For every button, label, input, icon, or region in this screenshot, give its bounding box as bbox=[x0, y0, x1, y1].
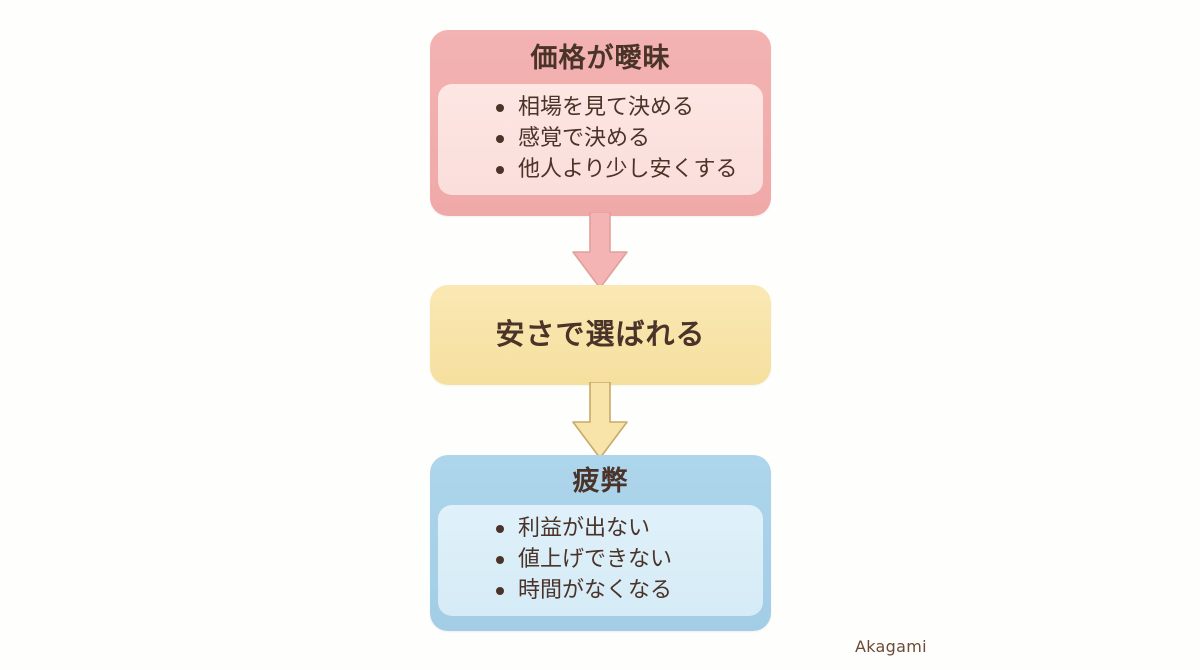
flow-stage-cheap-title: 安さで選ばれる bbox=[495, 317, 706, 352]
flow-stage-exhaust-title: 疲弊 bbox=[572, 466, 629, 497]
flow-stage-price-title: 価格が曖昧 bbox=[530, 43, 671, 74]
flow-stage-exhaust-bullet-list: 利益が出ない 値上げできない 時間がなくなる bbox=[438, 513, 763, 607]
arrow-down-price-to-cheap bbox=[567, 211, 633, 290]
flow-stage-exhaust: 疲弊 利益が出ない 値上げできない 時間がなくなる bbox=[430, 455, 771, 631]
list-item: 感覚で決める bbox=[494, 123, 763, 154]
list-item: 利益が出ない bbox=[494, 513, 763, 544]
list-item: 他人より少し安くする bbox=[494, 154, 763, 185]
arrow-down-icon bbox=[572, 381, 628, 459]
arrow-down-icon bbox=[572, 211, 628, 289]
flow-stage-exhaust-body: 利益が出ない 値上げできない 時間がなくなる bbox=[438, 504, 763, 617]
list-item: 値上げできない bbox=[494, 544, 763, 575]
list-item: 相場を見て決める bbox=[494, 92, 763, 123]
flow-stage-price-bullet-list: 相場を見て決める 感覚で決める 他人より少し安くする bbox=[438, 92, 763, 186]
watermark-label: Akagami bbox=[855, 637, 927, 656]
flow-stage-price: 価格が曖昧 相場を見て決める 感覚で決める 他人より少し安くする bbox=[430, 30, 771, 216]
flow-stage-cheap: 安さで選ばれる bbox=[430, 285, 771, 385]
list-item: 時間がなくなる bbox=[494, 575, 763, 606]
arrow-down-cheap-to-exhaust bbox=[567, 381, 633, 460]
flow-stage-price-body: 相場を見て決める 感覚で決める 他人より少し安くする bbox=[438, 83, 763, 196]
